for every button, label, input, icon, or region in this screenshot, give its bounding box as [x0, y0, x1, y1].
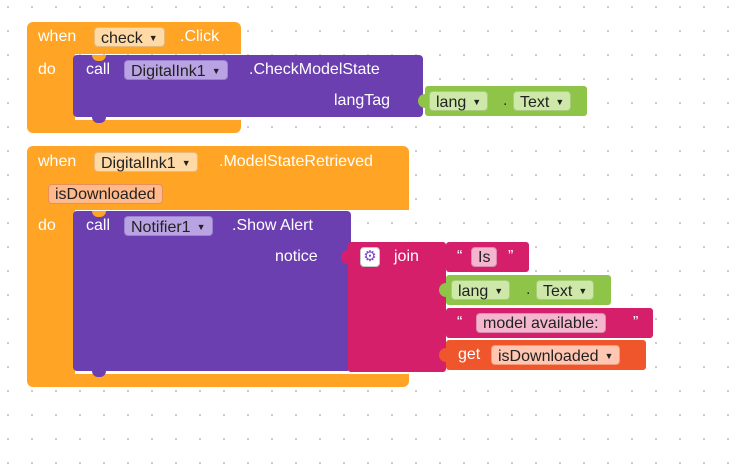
do-label: do [38, 61, 56, 78]
getter-property-value: Text [520, 94, 550, 111]
event-name-label: .Click [180, 28, 220, 45]
chevron-down-icon: ▼ [211, 66, 221, 76]
getter-property-value: Text [543, 283, 573, 300]
event-component-value: DigitalInk1 [101, 155, 176, 172]
dot-label: . [526, 281, 531, 298]
event-component-value: check [101, 30, 143, 47]
getter-property-dropdown[interactable]: Text ▼ [513, 91, 572, 111]
text-value-model-available[interactable]: model available: [476, 313, 606, 333]
chevron-down-icon: ▼ [181, 158, 191, 168]
event-component-dropdown[interactable]: check ▼ [94, 27, 165, 47]
when-label: when [38, 28, 77, 45]
join-label: join [394, 248, 419, 265]
event-name-label: .ModelStateRetrieved [219, 153, 373, 170]
getter-property-dropdown[interactable]: Text ▼ [536, 280, 595, 300]
getter-component-dropdown[interactable]: lang ▼ [451, 280, 511, 300]
component-value: Notifier1 [131, 219, 191, 236]
when-label: when [38, 153, 77, 170]
text-value-is[interactable]: Is [471, 247, 498, 267]
getter-component-dropdown[interactable]: lang ▼ [429, 91, 489, 111]
call-label: call [86, 217, 111, 234]
do-label: do [38, 217, 56, 234]
event-parameter-isdownloaded[interactable]: isDownloaded [48, 184, 163, 204]
component-dropdown[interactable]: DigitalInk1 ▼ [124, 60, 228, 80]
close-quote: ” [508, 248, 514, 265]
chevron-down-icon: ▼ [604, 351, 614, 361]
chevron-down-icon: ▼ [555, 97, 565, 107]
chevron-down-icon: ▼ [578, 286, 588, 296]
call-label: call [86, 61, 111, 78]
open-quote: “ [457, 248, 463, 265]
chevron-down-icon: ▼ [472, 97, 482, 107]
component-value: DigitalInk1 [131, 63, 206, 80]
chevron-down-icon: ▼ [148, 33, 158, 43]
chevron-down-icon: ▼ [494, 286, 504, 296]
variable-dropdown[interactable]: isDownloaded ▼ [491, 345, 621, 365]
component-dropdown[interactable]: Notifier1 ▼ [124, 216, 213, 236]
close-quote: ” [633, 314, 639, 331]
mutator-gear-icon[interactable]: ⚙ [360, 247, 380, 267]
getter-component-value: lang [436, 94, 467, 111]
variable-value: isDownloaded [498, 348, 599, 365]
arg-label-langtag: langTag [334, 92, 391, 109]
chevron-down-icon: ▼ [196, 222, 206, 232]
method-name-label: .Show Alert [232, 217, 313, 234]
method-name-label: .CheckModelState [249, 61, 380, 78]
open-quote: “ [457, 314, 463, 331]
get-label: get [458, 346, 481, 363]
arg-label-notice: notice [275, 248, 318, 265]
dot-label: . [503, 92, 508, 109]
event-component-dropdown[interactable]: DigitalInk1 ▼ [94, 152, 198, 172]
getter-component-value: lang [458, 283, 489, 300]
